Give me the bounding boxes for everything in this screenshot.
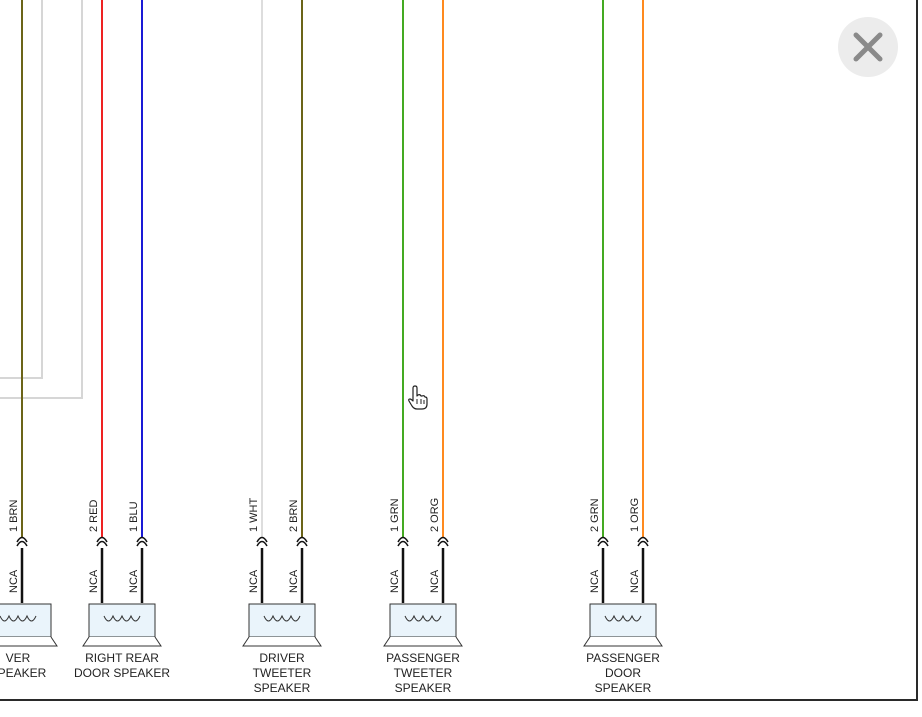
- wires-layer: [21, 0, 644, 538]
- panel-right-border: [916, 0, 918, 717]
- pin-color-label: 2 GRN: [589, 498, 601, 532]
- pin-color-label: 1 BRN: [8, 500, 20, 532]
- circuit-label: NCA: [288, 569, 300, 593]
- harness-outline-inner: [0, 0, 43, 379]
- speaker-name-line: PASSENGER: [586, 651, 660, 665]
- coil-icon: [0, 614, 37, 622]
- speaker-name-line: PASSENGER: [386, 651, 460, 665]
- pin-color-label: 2 ORG: [429, 498, 441, 532]
- pin-color-label: 1 WHT: [248, 498, 260, 533]
- speaker-base: [0, 636, 58, 647]
- speaker-name-line: DOOR SPEAKER: [74, 666, 170, 680]
- connector-pin-icon: [136, 540, 148, 547]
- pin-color-label: 1 GRN: [389, 498, 401, 532]
- connector-pin-icon: [96, 536, 108, 543]
- connector-pin-icon: [397, 540, 409, 547]
- speaker-name-line: TWEETER: [394, 666, 453, 680]
- connector-pin-icon: [16, 540, 28, 547]
- connector-pin-icon: [397, 536, 409, 543]
- close-icon[interactable]: [838, 17, 898, 77]
- harness-outline-outer: [0, 0, 83, 399]
- speaker-body: [88, 603, 156, 638]
- circuit-label: NCA: [429, 569, 441, 593]
- circuit-label: NCA: [629, 569, 641, 593]
- connector-pin-icon: [597, 536, 609, 543]
- speaker-body: [389, 603, 457, 638]
- speaker-name-line: DRIVER: [259, 651, 305, 665]
- speaker-name-line: DOOR: [605, 666, 641, 680]
- hand-pointer-icon: [407, 385, 429, 416]
- speaker-body: [248, 603, 316, 638]
- coil-icon: [103, 614, 141, 622]
- speaker-name-line: TWEETER: [253, 666, 312, 680]
- harness-outline: [0, 0, 83, 399]
- pin-color-label: 2 BRN: [288, 500, 300, 532]
- coil-icon: [263, 614, 301, 622]
- circuit-label: NCA: [389, 569, 401, 593]
- connector-pin-icon: [437, 540, 449, 547]
- speaker-name-line: SPEAKER: [395, 681, 452, 695]
- connector-pin-icon: [136, 536, 148, 543]
- coil-icon: [404, 614, 442, 622]
- speaker-name-line: RIGHT REAR: [85, 651, 159, 665]
- speaker-name-line: SPEAKER: [0, 666, 47, 680]
- speaker-base: [383, 636, 463, 647]
- panel-bottom-border: [0, 699, 918, 701]
- speaker-base: [583, 636, 663, 647]
- connector-pin-icon: [296, 536, 308, 543]
- connector-pin-icon: [256, 536, 268, 543]
- connector-pin-icon: [256, 540, 268, 547]
- connector-pin-icon: [296, 540, 308, 547]
- speaker-body: [589, 603, 657, 638]
- connector-pin-icon: [597, 540, 609, 547]
- pin-color-label: 1 BLU: [128, 501, 140, 532]
- circuit-label: NCA: [128, 569, 140, 593]
- speaker-base: [82, 636, 162, 647]
- speaker-base: [242, 636, 322, 647]
- connector-pin-icon: [437, 536, 449, 543]
- connector-pin-icon: [637, 536, 649, 543]
- coil-icon: [604, 614, 642, 622]
- connector-pin-icon: [16, 536, 28, 543]
- panel-bottom-strip: [0, 701, 918, 717]
- connector-pin-icon: [637, 540, 649, 547]
- close-button[interactable]: [838, 17, 898, 77]
- connector-pin-icon: [96, 540, 108, 547]
- speaker-name-line: SPEAKER: [254, 681, 311, 695]
- circuit-label: NCA: [248, 569, 260, 593]
- pin-color-label: 1 ORG: [629, 498, 641, 532]
- circuit-label: NCA: [88, 569, 100, 593]
- circuit-label: NCA: [8, 569, 20, 593]
- speaker-name-line: SPEAKER: [595, 681, 652, 695]
- circuit-label: NCA: [589, 569, 601, 593]
- pin-color-label: 2 RED: [88, 500, 100, 532]
- speaker-left-rear: 1 BRN NCA VERSPEAKER: [0, 500, 58, 680]
- speaker-name-line: VER: [6, 651, 31, 665]
- speaker-body: [0, 603, 52, 638]
